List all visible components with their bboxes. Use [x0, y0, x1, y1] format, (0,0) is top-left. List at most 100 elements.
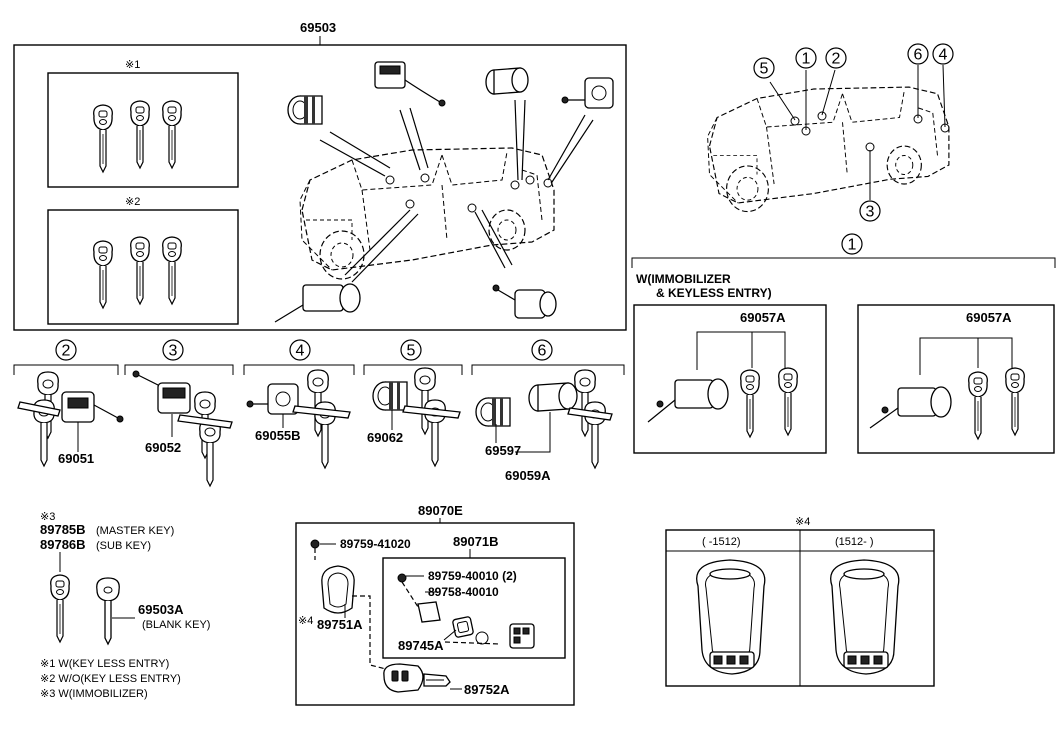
transmitter-assembly-part-no[interactable]: 89070E	[418, 503, 463, 518]
note1-label: ※1	[125, 59, 140, 71]
ignition-left-cylinder[interactable]	[647, 378, 729, 423]
sleeve-icon[interactable]	[485, 67, 529, 95]
location-callout-1-label: 1	[802, 51, 811, 68]
location-callout-4-label: 4	[939, 47, 948, 64]
ignition-group: 1 W(IMMOBILIZER & KEYLESS ENTRY) 69057A …	[631, 233, 1056, 454]
legend-item-3: ※3 W(IMMOBILIZER)	[40, 688, 148, 700]
main-assembly: 69503 ※1 ※2	[13, 20, 627, 331]
sub-assembly-part-no[interactable]: 89071B	[453, 534, 499, 549]
key-set-no-keyless-box	[47, 209, 239, 325]
group-2-part-no[interactable]: 69051	[58, 451, 94, 466]
sub-key-part-no[interactable]: 89786B	[40, 537, 86, 552]
group-3-callout-label: 3	[169, 343, 178, 360]
case-variant-right-range: (1512- )	[835, 536, 874, 548]
group-3-parts[interactable]	[132, 370, 233, 487]
case-variant-left-range: ( -1512)	[702, 536, 741, 548]
vehicle-outline-main	[299, 147, 555, 280]
group-2-parts[interactable]	[17, 371, 124, 467]
location-markers-main	[385, 173, 553, 213]
location-callout-2-label: 2	[832, 51, 841, 68]
case-icon[interactable]	[321, 565, 355, 614]
group-2-bracket	[13, 364, 119, 375]
screw-inner-icon[interactable]	[397, 573, 421, 611]
case-variants-note: ※4	[795, 516, 810, 528]
case-variant-right-icon[interactable]	[830, 559, 900, 675]
cover-icon[interactable]	[417, 601, 441, 623]
ignition-right-part-no[interactable]: 69057A	[966, 310, 1012, 325]
cover-part-no[interactable]: 89758-40010	[428, 585, 499, 599]
group-6-bracket	[471, 364, 625, 375]
ignition-left-keys[interactable]	[741, 368, 798, 437]
key-set-keyless-box	[47, 72, 239, 188]
location-callout-2: 2	[825, 47, 847, 69]
ignition-right-keys[interactable]	[969, 368, 1025, 439]
blank-key-icon[interactable]	[96, 577, 120, 646]
master-key-part-no[interactable]: 89785B	[40, 522, 86, 537]
key-set-keyless[interactable]	[94, 101, 182, 172]
group-5-bracket	[363, 364, 463, 375]
group-6-parts[interactable]	[475, 369, 613, 469]
master-key-icon[interactable]	[51, 575, 70, 642]
ignition-cylinder-main-icon[interactable]	[274, 283, 361, 323]
cylinder-small-icon[interactable]	[287, 95, 323, 125]
sub-key-desc: (SUB KEY)	[96, 540, 151, 552]
note2-label: ※2	[125, 196, 140, 208]
group-6-callout: 6	[531, 339, 553, 361]
lock-groups: 2 3 4 5 6 69051 69052	[13, 339, 625, 487]
group-6-callout-label: 6	[538, 343, 547, 360]
ignition-variant-label-1: W(IMMOBILIZER	[636, 272, 731, 286]
ignition-left-box	[633, 304, 827, 454]
ignition-right-box	[857, 304, 1055, 454]
keys-section: ※3 89785B (MASTER KEY) 89786B (SUB KEY) …	[40, 511, 210, 646]
group-5-part-no[interactable]: 69062	[367, 430, 403, 445]
case-note-label: ※4	[298, 615, 313, 627]
legend-item-2: ※2 W/O(KEY LESS ENTRY)	[40, 673, 181, 685]
group-4-part-no[interactable]: 69055B	[255, 428, 301, 443]
group-2-callout: 2	[55, 339, 77, 361]
master-key-desc: (MASTER KEY)	[96, 525, 174, 537]
case-variant-left-icon[interactable]	[696, 559, 766, 675]
blank-key-desc: (BLANK KEY)	[142, 619, 210, 631]
location-callout-side: 3	[859, 200, 881, 222]
screw-inner-part-no[interactable]: 89759-40010 (2)	[428, 569, 517, 583]
location-callout-5: 5	[753, 57, 775, 79]
ignition-callout: 1	[841, 233, 863, 255]
group-brackets: 2 3 4 5 6	[13, 339, 625, 375]
case-variants: ※4 ( -1512) (1512- )	[665, 516, 935, 687]
location-callout-4: 4	[932, 43, 954, 65]
group-4-parts[interactable]	[246, 369, 351, 469]
ignition-left-part-no[interactable]: 69057A	[740, 310, 786, 325]
rear-door-cylinder-main-icon[interactable]	[492, 284, 557, 319]
remote-key-icon[interactable]	[383, 663, 451, 693]
location-callout-6: 6	[907, 43, 929, 65]
blank-key-part-no[interactable]: 69503A	[138, 602, 184, 617]
back-door-cylinder-icon[interactable]	[561, 77, 614, 109]
group-5-callout: 5	[400, 339, 422, 361]
main-assembly-part-no[interactable]: 69503	[300, 20, 336, 35]
remote-key-part-no[interactable]: 89752A	[464, 682, 510, 697]
board-part-no[interactable]: 89745A	[398, 638, 444, 653]
location-callout-side-label: 3	[866, 204, 875, 221]
screw-outer-part-no[interactable]: 89759-41020	[340, 537, 411, 551]
group-4-bracket	[243, 364, 355, 375]
screw-outer-icon[interactable]	[310, 539, 320, 560]
location-callout-5-label: 5	[760, 61, 769, 78]
group-6-part-no-2[interactable]: 69059A	[505, 468, 551, 483]
group-6-part-no-1[interactable]: 69597	[485, 443, 521, 458]
keys-note-label: ※3	[40, 511, 55, 523]
legend-item-1: ※1 W(KEY LESS ENTRY)	[40, 658, 169, 670]
group-4-callout-label: 4	[296, 343, 305, 360]
group-3-part-no[interactable]: 69052	[145, 440, 181, 455]
key-set-no-keyless[interactable]	[94, 237, 182, 308]
case-part-no[interactable]: 89751A	[317, 617, 363, 632]
location-callout-1: 1	[795, 47, 817, 69]
board-icon[interactable]	[452, 616, 535, 649]
group-5-parts[interactable]	[372, 367, 461, 467]
group-3-callout: 3	[162, 339, 184, 361]
door-lock-cylinder-icon[interactable]	[374, 61, 446, 107]
ignition-right-cylinder[interactable]	[869, 386, 952, 429]
location-callout-6-label: 6	[914, 47, 923, 64]
